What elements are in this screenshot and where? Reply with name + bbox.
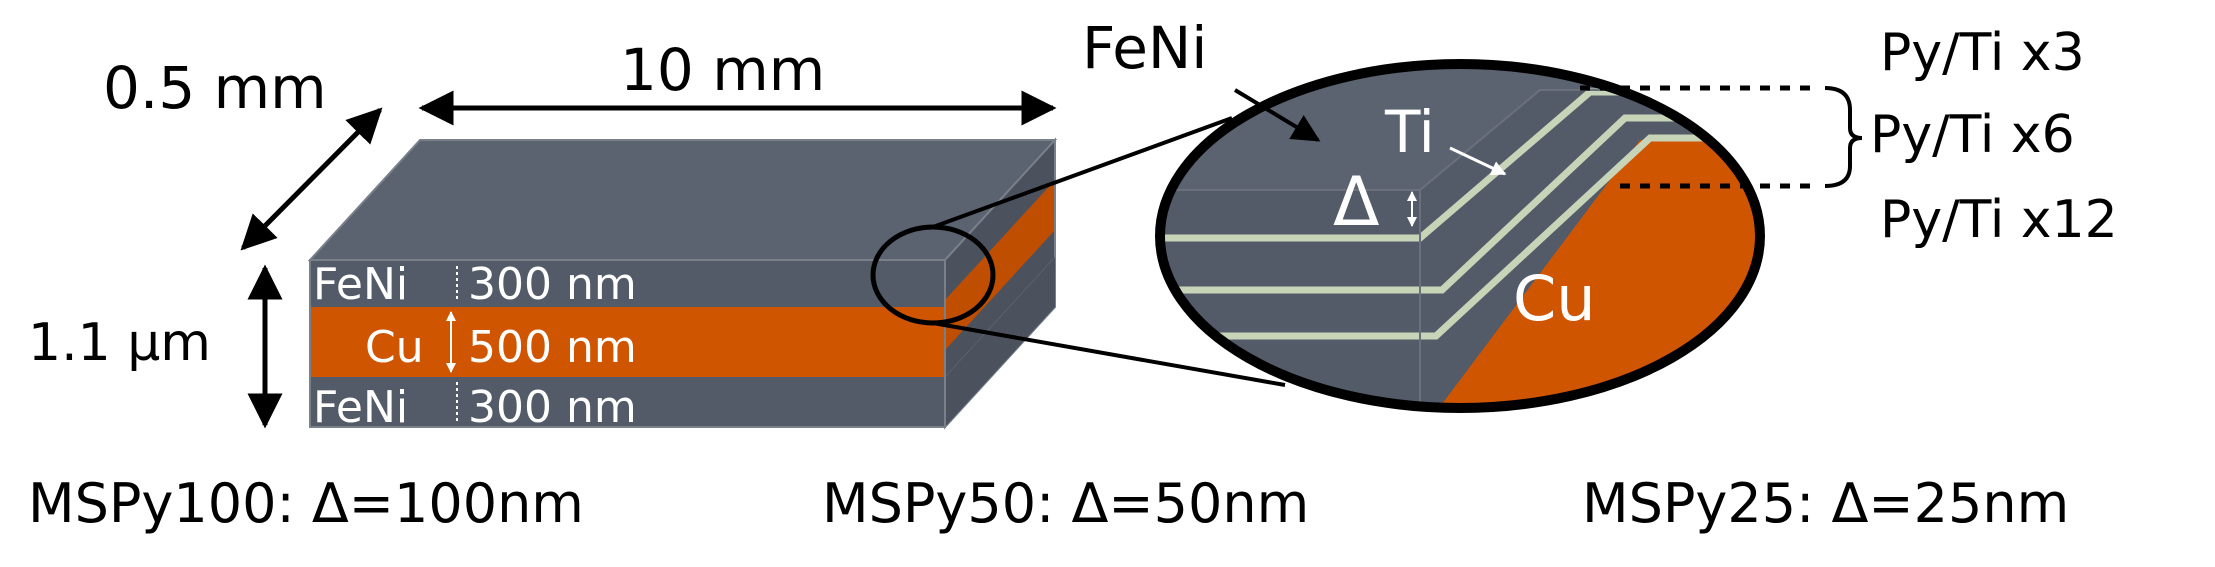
front-outline <box>309 259 946 428</box>
ti-pointer <box>1449 146 1507 176</box>
layer-thickness-markers <box>446 266 458 422</box>
block-side-cu <box>945 180 1055 350</box>
layer-3-material: FeNi <box>313 382 408 433</box>
layer-2-material: Cu <box>365 322 424 373</box>
layer-1-thickness: 300 nm <box>468 259 637 310</box>
feni-pointer <box>1233 88 1321 142</box>
width-label: 10 mm <box>620 36 825 104</box>
front-feni-bottom <box>310 377 945 427</box>
feni-zoom-label: FeNi <box>1082 14 1207 82</box>
zoom-line-top <box>932 116 1233 229</box>
multilayer-leaders <box>1580 85 1820 189</box>
multilayer-option-x3: Py/Ti x3 <box>1880 23 2085 83</box>
front-cu <box>310 307 945 377</box>
sample-mspy100: MSPy100: Δ=100nm <box>28 472 584 535</box>
block-top-face <box>307 139 1058 261</box>
zoomed-multilayer: Δ Ti Cu <box>1155 59 1765 413</box>
delta-label: Δ <box>1333 163 1380 242</box>
ti-label: Ti <box>1384 98 1435 166</box>
thickness-label: 1.1 μm <box>28 313 211 373</box>
multilayer-option-x6: Py/Ti x6 <box>1870 105 2075 165</box>
layer-2-thickness: 500 nm <box>468 322 637 373</box>
sample-mspy50: MSPy50: Δ=50nm <box>822 472 1309 535</box>
depth-arrow <box>240 107 383 251</box>
layer-block: FeNi 300 nm Cu 500 nm FeNi 300 nm <box>307 137 1058 433</box>
cu-zoom-label: Cu <box>1513 262 1596 335</box>
layer-3-thickness: 300 nm <box>468 382 637 433</box>
layer-1-material: FeNi <box>313 259 408 310</box>
zoom-line-bottom <box>932 321 1286 387</box>
front-feni-top <box>310 260 945 307</box>
depth-label: 0.5 mm <box>103 54 327 122</box>
multilayer-brace <box>1824 86 1863 188</box>
block-side-bottom-feni <box>945 257 1055 427</box>
zoom-ellipse-outline <box>1155 59 1765 413</box>
sample-mspy25: MSPy25: Δ=25nm <box>1582 472 2069 535</box>
multilayer-option-x12: Py/Ti x12 <box>1880 190 2118 250</box>
dimension-arrows <box>240 90 1057 429</box>
